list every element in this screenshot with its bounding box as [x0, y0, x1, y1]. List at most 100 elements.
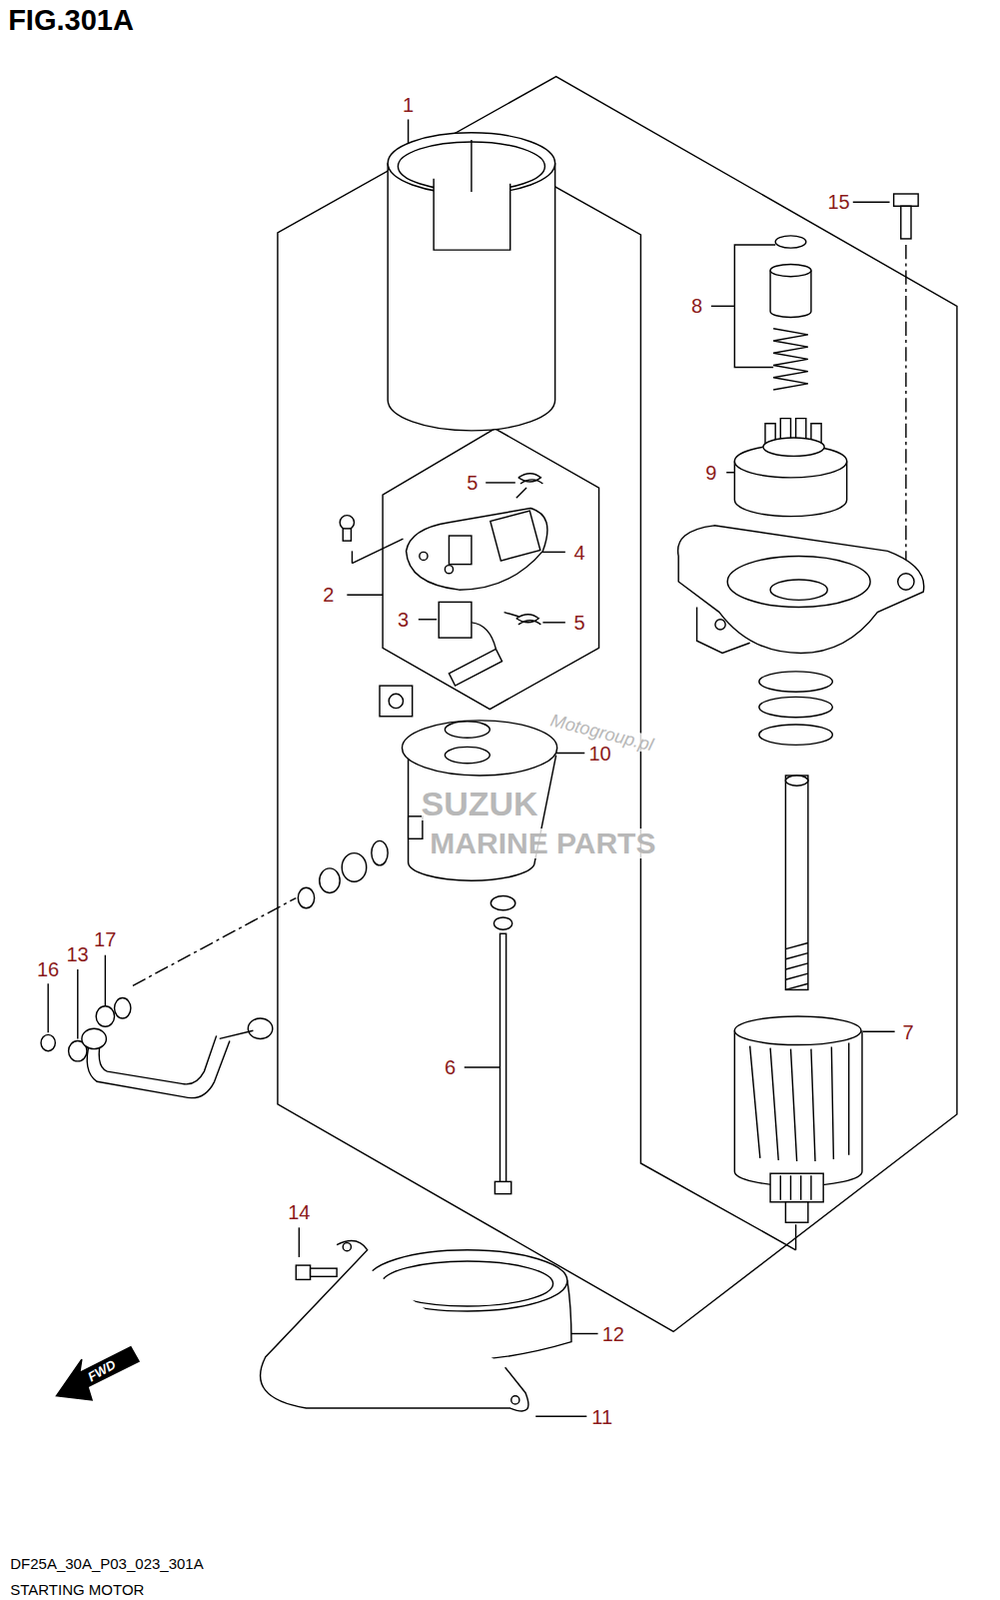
leader-line	[104, 955, 106, 1006]
leader-line	[863, 1030, 896, 1032]
washer	[297, 887, 314, 908]
o-ring	[759, 671, 834, 692]
armature	[734, 1015, 862, 1045]
motor-band	[260, 1240, 529, 1411]
washer	[114, 998, 131, 1018]
watermark: MARINE PARTS	[429, 828, 656, 859]
end-cap	[401, 720, 557, 776]
figure-title: FIG.301A	[7, 5, 134, 35]
pinion	[734, 418, 847, 517]
motor-band	[342, 1242, 351, 1251]
leader-line	[542, 621, 565, 623]
callout-number: 12	[600, 1322, 627, 1345]
armature	[734, 1029, 863, 1185]
washer	[40, 840, 388, 1061]
lead-wire	[219, 1029, 254, 1038]
callout-number: 11	[589, 1405, 615, 1428]
lead-wire	[81, 1017, 273, 1098]
lead-wire	[247, 1017, 273, 1038]
brush-holder	[419, 551, 428, 560]
washer	[40, 1033, 55, 1050]
callout-number: 2	[320, 583, 336, 606]
o-ring	[759, 724, 834, 745]
armature	[750, 1042, 850, 1161]
armature	[734, 775, 863, 1222]
callout-number: 16	[34, 958, 61, 981]
fwd-arrow	[55, 1346, 139, 1400]
armature	[770, 1172, 824, 1202]
armature	[785, 775, 808, 990]
brush-holder	[448, 535, 471, 565]
through-bolt	[494, 1180, 511, 1193]
front-housing	[727, 555, 871, 607]
through-bolt	[490, 895, 516, 910]
yoke	[387, 132, 555, 194]
armature	[785, 942, 808, 990]
callout-number: 10	[586, 742, 613, 765]
brush-holder	[406, 507, 548, 590]
nut	[379, 685, 413, 717]
leader-line	[346, 594, 383, 596]
yoke	[387, 162, 555, 431]
bolt	[310, 1267, 338, 1276]
leader-line	[711, 305, 735, 307]
leader-line	[351, 550, 353, 563]
figure-caption: STARTING MOTOR	[9, 1581, 144, 1597]
fwd-arrow	[55, 1346, 139, 1400]
leader-line	[418, 618, 437, 620]
front-housing	[678, 525, 925, 654]
armature	[785, 775, 808, 786]
brush	[448, 648, 502, 686]
callout-number: 13	[64, 943, 91, 966]
figure-code: DF25A_30A_P03_023_301A	[9, 1555, 204, 1571]
brush-holder	[339, 515, 354, 530]
stop-ring-spring	[773, 328, 809, 390]
callout-number: 14	[285, 1200, 312, 1223]
callout-number: 5	[572, 611, 588, 634]
brush	[438, 601, 472, 638]
end-cap	[444, 721, 490, 738]
end-cap	[444, 746, 490, 763]
leader-line	[853, 200, 891, 202]
nut	[379, 685, 413, 717]
bolt	[295, 193, 919, 1279]
brush-holder	[444, 565, 453, 574]
front-housing	[697, 607, 751, 654]
front-housing	[715, 619, 726, 630]
callout-number: 3	[395, 608, 411, 631]
washer	[341, 853, 367, 883]
o-ring	[759, 671, 834, 746]
motor-band	[511, 1395, 520, 1404]
lead-wire	[98, 1031, 216, 1084]
washer	[95, 1005, 114, 1026]
through-bolt	[500, 933, 507, 1183]
nut	[388, 693, 403, 708]
motor-band	[260, 1240, 572, 1411]
lead-wire	[81, 1027, 107, 1048]
callout-number: 17	[91, 928, 118, 951]
stop-ring-spring	[770, 263, 812, 276]
through-bolt	[493, 917, 512, 930]
leader-line	[535, 1414, 587, 1416]
pinion	[763, 437, 825, 456]
bolt	[894, 193, 920, 206]
leader-line	[540, 551, 566, 553]
group-outline	[277, 76, 958, 1332]
leader-line	[132, 898, 296, 987]
brush-holder	[516, 473, 544, 499]
group-outline	[382, 428, 599, 710]
stop-ring-spring	[770, 270, 812, 318]
callout-number: 6	[442, 1055, 458, 1078]
group-outline	[734, 244, 776, 368]
leader-line	[298, 1226, 300, 1257]
callout-number: 15	[825, 190, 852, 213]
bolt	[295, 1264, 310, 1279]
leader-line	[351, 538, 403, 564]
o-ring	[759, 696, 834, 717]
group-outline	[277, 76, 958, 1332]
bolt	[901, 205, 912, 239]
callout-number: 7	[901, 1020, 917, 1043]
washer	[319, 868, 340, 894]
leader-line	[46, 983, 48, 1032]
